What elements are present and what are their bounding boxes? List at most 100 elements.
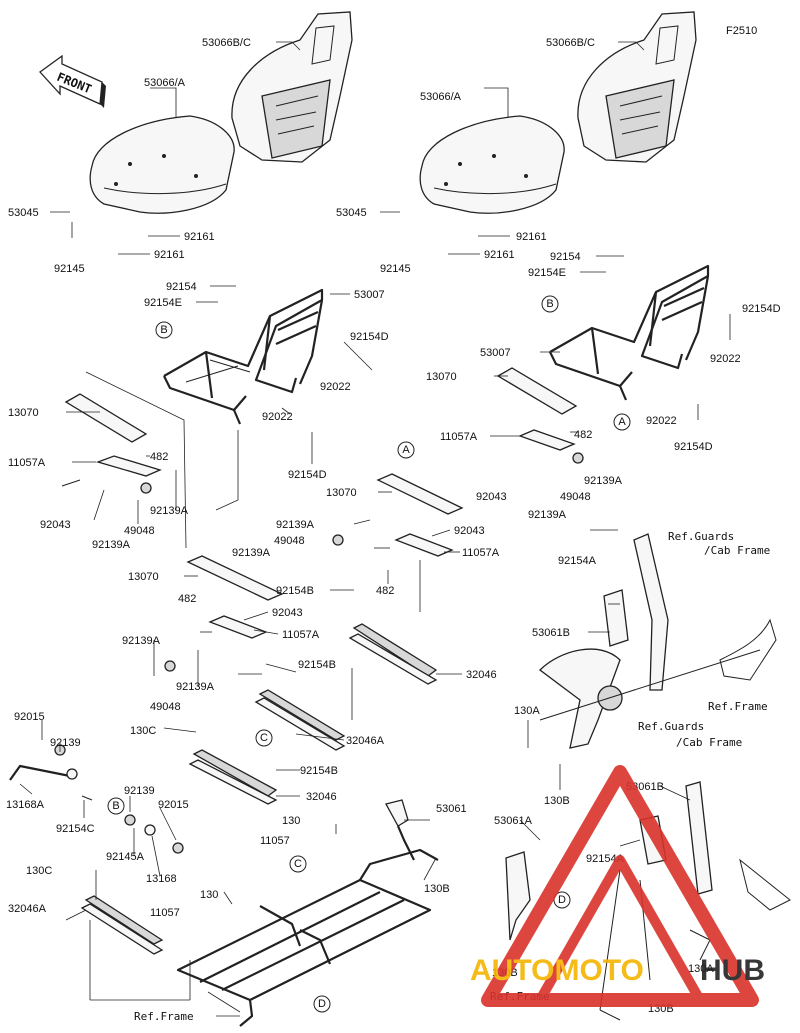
part-label: 92154D xyxy=(742,303,781,315)
part-label: 92139A xyxy=(122,635,161,647)
figure-code: F2510 xyxy=(726,25,757,37)
buckle-53061 xyxy=(385,799,415,861)
part-label: 92139 xyxy=(124,785,155,797)
right-seat-cushion xyxy=(419,115,565,214)
part-label: 11057 xyxy=(150,907,180,919)
part-label: 92043 xyxy=(476,491,507,503)
svg-text:D: D xyxy=(558,894,566,906)
part-label: 11057 xyxy=(260,835,290,847)
part-label: 92015 xyxy=(158,799,189,811)
part-label: 92022 xyxy=(646,415,677,427)
part-label: 92043 xyxy=(272,607,303,619)
part-label: 13070 xyxy=(326,487,357,499)
part-label: 130C xyxy=(26,865,52,877)
part-label: 92161 xyxy=(484,249,515,261)
part-label: 13168A xyxy=(6,799,45,811)
part-label: Ref.Frame xyxy=(134,1010,194,1023)
part-label: 92022 xyxy=(320,381,351,393)
part-label: 92139A xyxy=(584,475,623,487)
callout-b-right-seat: B xyxy=(541,295,559,313)
svg-text:C: C xyxy=(260,732,268,744)
part-label: 13070 xyxy=(8,407,39,419)
part-label: 92154D xyxy=(288,469,327,481)
callout-d-frame: D xyxy=(313,995,331,1013)
part-label: 92154 xyxy=(550,251,581,263)
callout-b-left-seat: B xyxy=(155,321,173,339)
left-seat-rail-plate xyxy=(61,393,162,494)
part-label: 53007 xyxy=(354,289,385,301)
right-seat-rail-plate xyxy=(496,367,584,464)
part-label: 130 xyxy=(282,815,300,827)
part-label: 13070 xyxy=(128,571,159,583)
part-label: 11057A xyxy=(440,431,478,443)
part-label: /Cab Frame xyxy=(704,544,770,557)
part-label: 92154C xyxy=(56,823,95,835)
callout-c-mid: C xyxy=(255,729,273,747)
part-label: 49048 xyxy=(124,525,155,537)
callout-a-mid: A xyxy=(397,441,415,459)
callout-d-belt: D xyxy=(553,891,571,909)
part-label: 53066B/C xyxy=(202,37,251,49)
part-label: 32046A xyxy=(346,735,385,747)
part-label: 11057A xyxy=(282,629,320,641)
callout-b-adjuster: B xyxy=(107,797,125,815)
part-label: 92154B xyxy=(300,765,338,777)
part-label: 92145 xyxy=(54,263,85,275)
watermark-logo: AUTOMOTO HUB xyxy=(470,765,765,1007)
part-label: 482 xyxy=(574,429,592,441)
part-label: 92043 xyxy=(454,525,485,537)
part-label: 53066/A xyxy=(420,91,462,103)
svg-text:B: B xyxy=(160,324,167,336)
part-label: 92139 xyxy=(50,737,81,749)
part-label: 130A xyxy=(688,963,714,975)
left-seat-cushion xyxy=(89,115,235,214)
seat-adjuster-lever xyxy=(9,744,184,854)
seat-base-frame xyxy=(176,848,439,1027)
part-label: 130 xyxy=(200,889,218,901)
mid-rail-plate-upper xyxy=(332,473,464,557)
callout-a-right-seat: A xyxy=(613,413,631,431)
part-label: 130C xyxy=(130,725,156,737)
part-label: 92139A xyxy=(528,509,567,521)
right-seat-frame xyxy=(549,264,710,401)
right-seat-backrest xyxy=(577,11,697,163)
mid-rail-plate-lower xyxy=(164,555,284,672)
watermark-triangle-icon xyxy=(481,765,759,1007)
svg-text:C: C xyxy=(294,858,302,870)
part-label: 92161 xyxy=(516,231,547,243)
part-label: 482 xyxy=(178,593,196,605)
left-seat-backrest xyxy=(231,11,353,163)
part-label: 92154D xyxy=(350,331,389,343)
slide-rail-32046-upper xyxy=(348,623,438,685)
part-label: 49048 xyxy=(150,701,181,713)
part-label: 53045 xyxy=(8,207,39,219)
part-label: 92139A xyxy=(176,681,215,693)
watermark-brand-right: HUB xyxy=(700,954,765,987)
part-label: 92139A xyxy=(92,539,131,551)
part-label: 53061A xyxy=(494,815,533,827)
slide-rail-32046a-lower xyxy=(80,895,164,955)
part-label: Ref.Guards xyxy=(638,720,704,733)
part-label: 32046 xyxy=(466,669,497,681)
part-label: 53066B/C xyxy=(546,37,595,49)
part-label: 92145A xyxy=(106,851,145,863)
svg-text:A: A xyxy=(402,444,410,456)
part-label: 53061 xyxy=(436,803,467,815)
part-label: 92022 xyxy=(262,411,293,423)
part-label: 130B xyxy=(424,883,450,895)
part-label: /Cab Frame xyxy=(676,736,742,749)
part-label: Ref.Guards xyxy=(668,530,734,543)
svg-text:A: A xyxy=(618,416,626,428)
part-label: 92154E xyxy=(528,267,566,279)
part-label: 92154A xyxy=(558,555,597,567)
leader-lines xyxy=(19,41,731,1017)
part-label: 53045 xyxy=(336,207,367,219)
part-label: 11057A xyxy=(462,547,500,559)
part-label: 53007 xyxy=(480,347,511,359)
part-label: 482 xyxy=(150,451,168,463)
part-label: 92154B xyxy=(298,659,336,671)
part-label: 92154B xyxy=(276,585,314,597)
part-label: 53066/A xyxy=(144,77,186,89)
part-label: 92145 xyxy=(380,263,411,275)
